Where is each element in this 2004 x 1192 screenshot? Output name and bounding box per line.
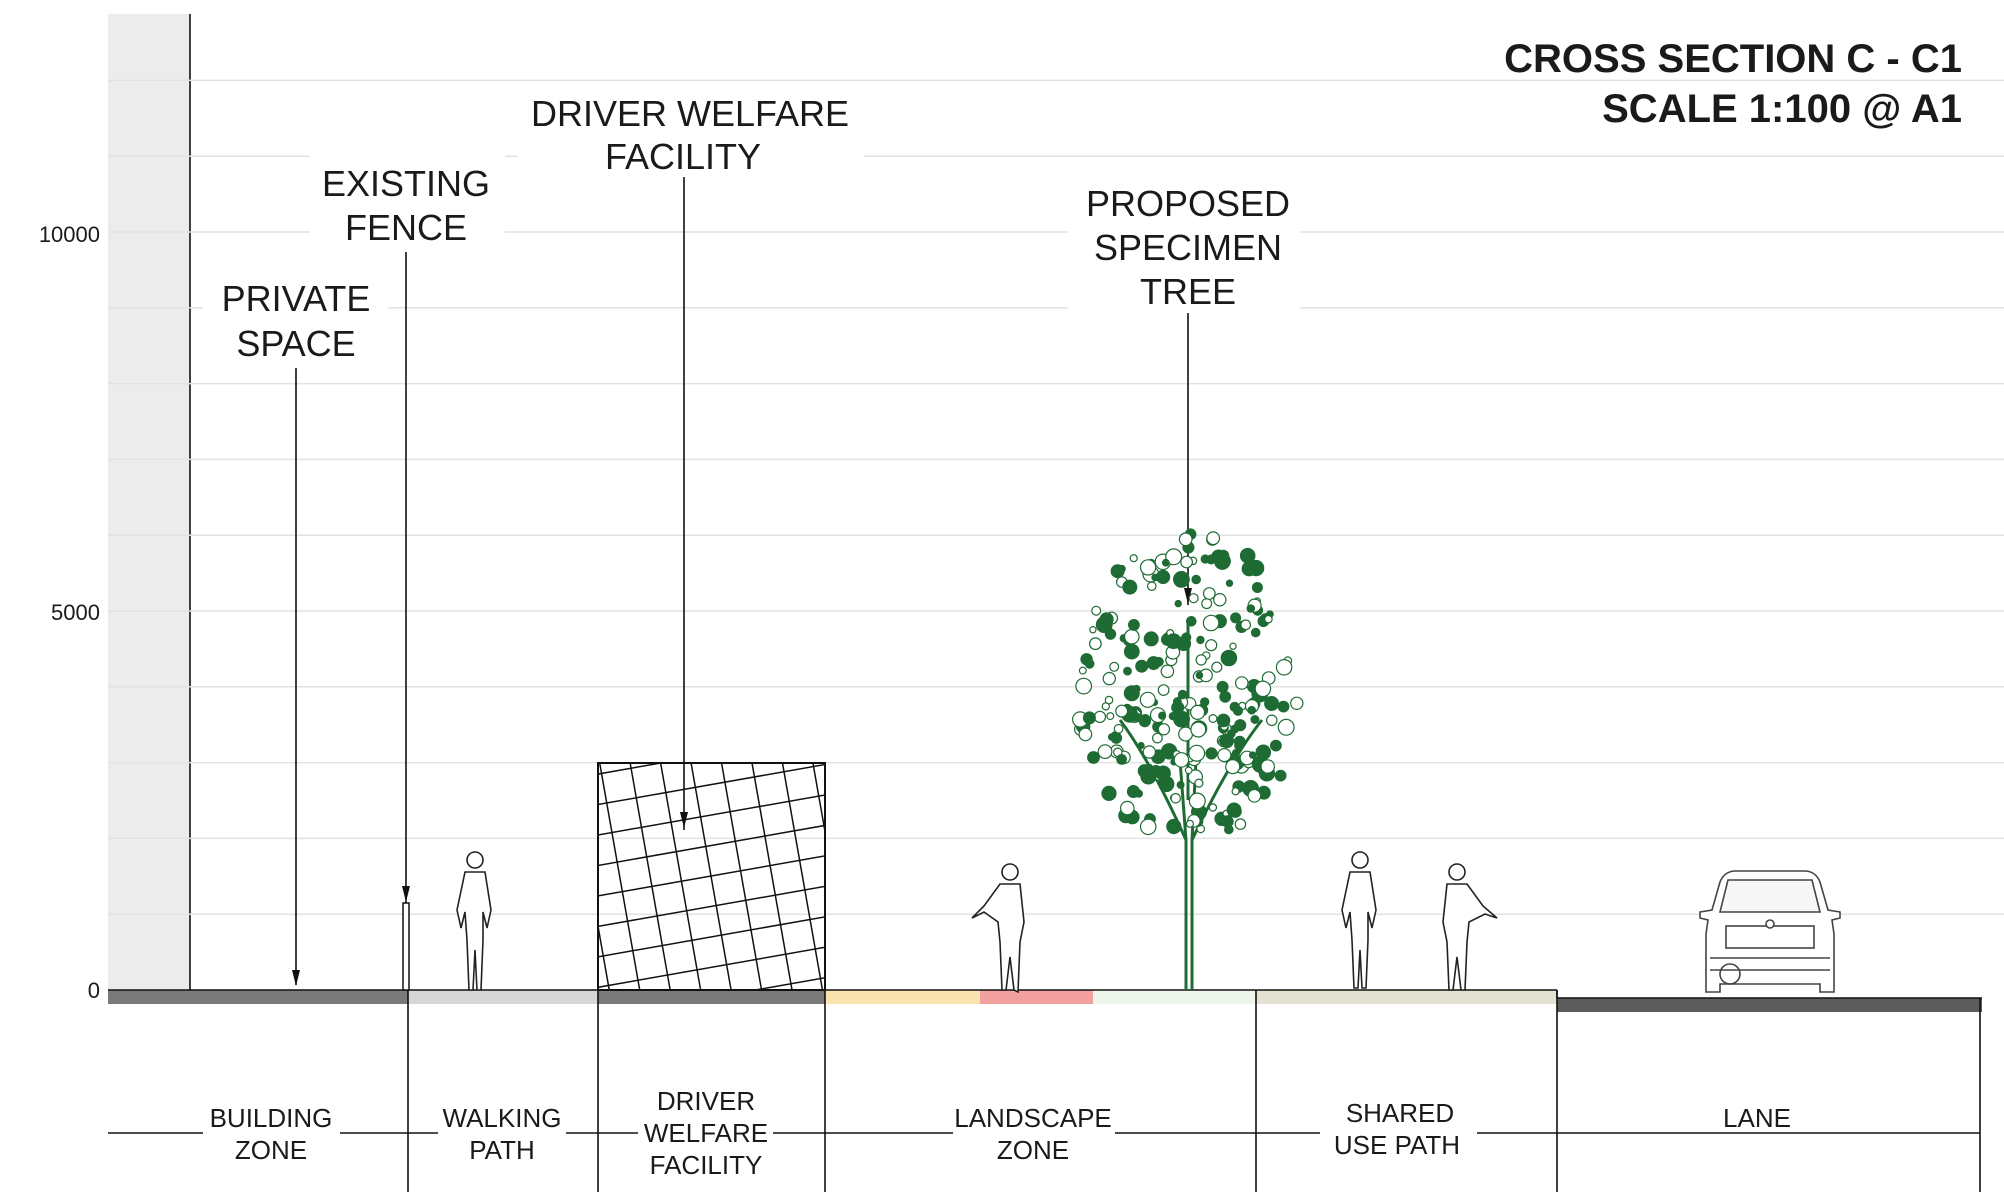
landscape-green-band	[1093, 990, 1256, 1004]
walking-path-band	[408, 990, 598, 1004]
axis-tick-0: 0	[88, 978, 100, 1003]
specimen-tree-icon	[1071, 528, 1304, 990]
zone-landscape-line1: LANDSCAPE	[954, 1103, 1112, 1133]
tree-arrow	[1184, 588, 1192, 604]
zone-walking-line1: WALKING	[443, 1103, 562, 1133]
fence-post	[402, 902, 410, 991]
callout-backgrounds	[203, 85, 1300, 368]
callout-fence-line2: FENCE	[345, 207, 467, 248]
building-wall	[108, 14, 190, 990]
zone-lane: LANE	[1723, 1103, 1791, 1133]
ground-bands	[108, 989, 1982, 1192]
landscape-pink-band	[980, 990, 1093, 1004]
person-shared-path-1-icon	[1341, 851, 1377, 989]
pedestrian-figures	[456, 851, 1498, 994]
section-title: CROSS SECTION C - C1	[1504, 37, 1962, 81]
private-space-arrow	[292, 970, 300, 986]
fence-arrow	[402, 886, 410, 902]
callout-private-line2: SPACE	[236, 323, 355, 364]
shared-path-band	[1256, 990, 1557, 1004]
callout-fence-line1: EXISTING	[322, 163, 490, 204]
person-walking-path-icon	[456, 851, 492, 991]
driver-facility-band	[598, 990, 825, 1004]
callout-tree-line2: SPECIMEN	[1094, 227, 1282, 268]
person-landscape-icon	[971, 863, 1025, 994]
car-icon	[1699, 870, 1841, 993]
callout-tree-line3: TREE	[1140, 271, 1236, 312]
leader-lines	[292, 177, 1192, 986]
callout-private-line1: PRIVATE	[222, 278, 371, 319]
zone-driver-line2: WELFARE	[644, 1118, 768, 1148]
zone-dividers	[407, 990, 1558, 1192]
zone-shared-line1: SHARED	[1346, 1098, 1454, 1128]
section-scale: SCALE 1:100 @ A1	[1602, 87, 1962, 131]
landscape-yellow-band	[825, 990, 980, 1004]
person-shared-path-2-icon	[1442, 863, 1498, 991]
zone-building-line1: BUILDING	[210, 1103, 333, 1133]
axis-tick-10000: 10000	[39, 222, 100, 247]
building-zone-band	[108, 990, 408, 1004]
callout-driver-line1: DRIVER WELFARE	[531, 93, 849, 134]
lane-band	[1557, 998, 1982, 1012]
zone-walking-line2: PATH	[469, 1135, 534, 1165]
callout-tree-line1: PROPOSED	[1086, 183, 1290, 224]
zone-shared-line2: USE PATH	[1334, 1130, 1460, 1160]
axis-tick-5000: 5000	[51, 600, 100, 625]
zone-building-line2: ZONE	[235, 1135, 307, 1165]
callout-driver-line2: FACILITY	[605, 136, 761, 177]
zone-driver-line3: FACILITY	[650, 1150, 763, 1180]
zone-driver-line1: DRIVER	[657, 1086, 755, 1116]
driver-welfare-facility-box	[597, 762, 826, 991]
zone-landscape-line2: ZONE	[997, 1135, 1069, 1165]
